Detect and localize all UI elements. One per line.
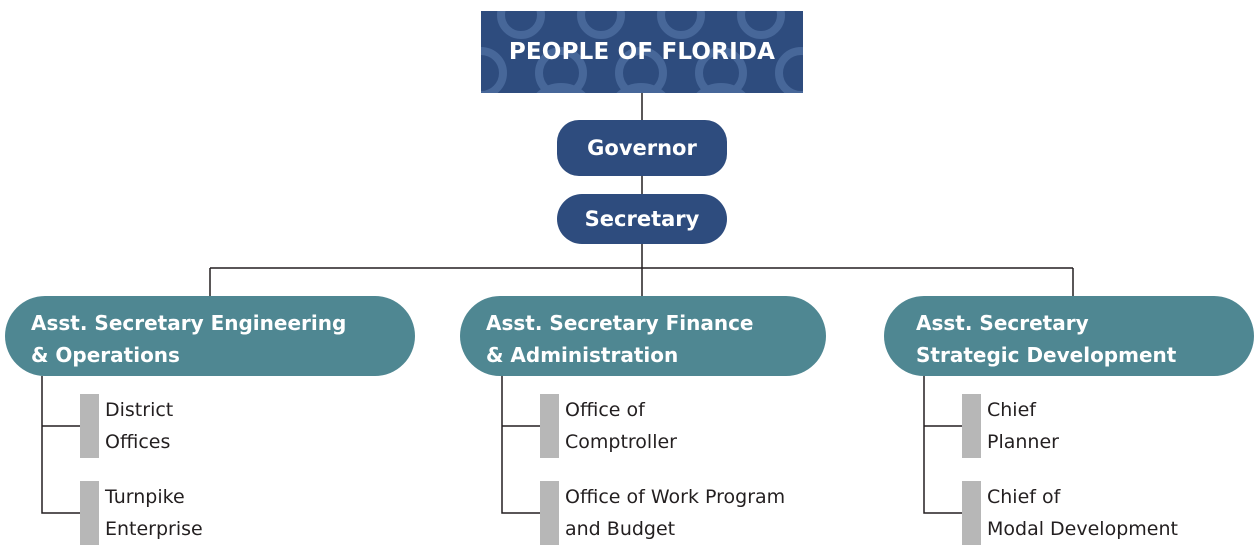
office-marker (80, 481, 99, 545)
branch-3-line-1: Asst. Secretary (916, 311, 1089, 335)
secretary-label: Secretary (584, 207, 700, 231)
office-chief-planner: Chief Planner (962, 394, 1059, 458)
office-marker (80, 394, 99, 458)
office-chief-modal-development: Chief of Modal Development (962, 481, 1178, 545)
secretary-node: Secretary (557, 194, 727, 244)
branch-3-line-2: Strategic Development (916, 343, 1177, 367)
office-turnpike-enterprise: Turnpike Enterprise (80, 481, 203, 545)
people-of-florida-box: PEOPLE OF FLORIDA (481, 11, 803, 93)
office-line: District (105, 399, 174, 421)
office-marker (540, 394, 559, 458)
office-line: Office of Work Program (565, 486, 786, 508)
office-line: Chief of (987, 486, 1061, 508)
office-line: and Budget (565, 518, 676, 540)
governor-label: Governor (587, 136, 697, 160)
connector-branch-1-offices (41, 376, 80, 514)
office-work-program-budget: Office of Work Program and Budget (540, 481, 785, 545)
office-line: Offices (105, 431, 171, 453)
branch-2-line-1: Asst. Secretary Finance (486, 311, 754, 335)
office-line: Chief (987, 399, 1036, 421)
office-line: Planner (987, 431, 1059, 453)
branch-1-line-1: Asst. Secretary Engineering (31, 311, 347, 335)
people-pattern-icon (481, 11, 803, 93)
asst-secretary-strategic-node: Asst. Secretary Strategic Development (884, 296, 1254, 376)
office-comptroller: Office of Comptroller (540, 394, 677, 458)
people-of-florida-title: PEOPLE OF FLORIDA (508, 39, 776, 65)
asst-secretary-engineering-node: Asst. Secretary Engineering & Operations (5, 296, 415, 376)
office-line: Modal Development (987, 518, 1178, 540)
governor-node: Governor (557, 120, 727, 176)
connector-branch-3-offices (923, 376, 962, 514)
office-marker (540, 481, 559, 545)
office-district-offices: District Offices (80, 394, 173, 458)
asst-secretary-finance-node: Asst. Secretary Finance & Administration (460, 296, 826, 376)
office-line: Office of (565, 399, 645, 421)
office-marker (962, 481, 981, 545)
office-line: Enterprise (105, 518, 203, 540)
office-line: Comptroller (565, 431, 677, 453)
office-marker (962, 394, 981, 458)
connector-branch-2-offices (501, 376, 540, 514)
office-line: Turnpike (105, 486, 185, 508)
branch-2-line-2: & Administration (486, 343, 679, 367)
branch-1-line-2: & Operations (31, 343, 180, 367)
